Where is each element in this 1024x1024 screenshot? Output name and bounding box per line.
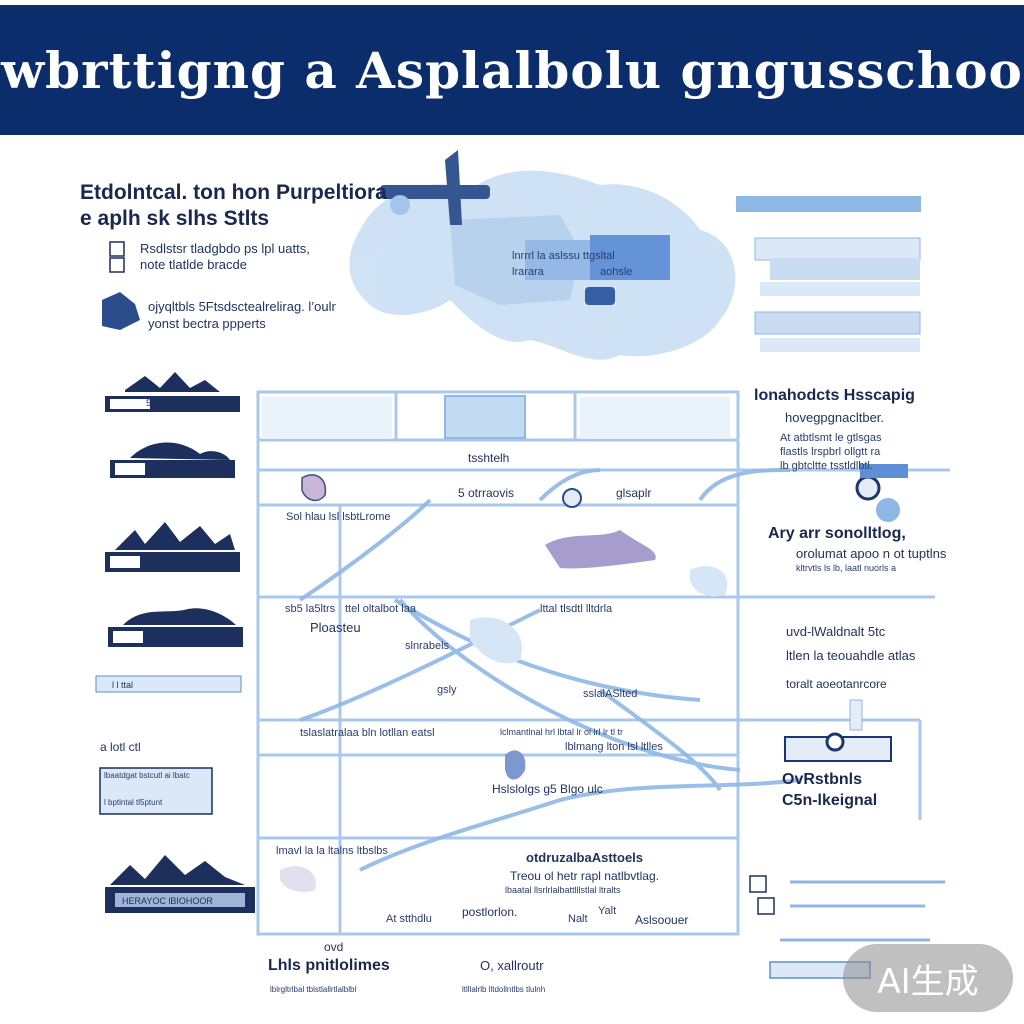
right-mid-note1: kltrvtls ls lb, laatl nuorls a bbox=[796, 563, 897, 573]
left-item1-line2: note tlatlde bracde bbox=[140, 257, 247, 272]
footer-left: lblrgltrlbal tblstlallrtlalblbl bbox=[270, 985, 357, 994]
diagram-label-12: tslaslatralaa bln lotllan eatsl bbox=[300, 727, 435, 739]
map-patch-6 bbox=[690, 566, 728, 597]
diagram-label-6: ttel oltalbot laa bbox=[345, 603, 416, 615]
left-label-2: lbaatdgat bstcutl ai lbatc bbox=[104, 771, 190, 780]
map-label-2: lrarara bbox=[512, 266, 544, 278]
diagram-label-1: tsshtelh bbox=[468, 451, 510, 465]
left-item-icon bbox=[102, 292, 140, 330]
left-tag-5: l l ttal bbox=[112, 680, 134, 690]
diagram-label-2: 5 otrraovis bbox=[458, 486, 515, 500]
left-tag-4: l otrll tlrabllr bbox=[146, 631, 193, 641]
map-patch-4 bbox=[280, 866, 316, 892]
right-box-label-line1: OvRstbnls bbox=[782, 771, 863, 788]
right-line3: lb gbtcltte tsstldlbtl. bbox=[780, 460, 873, 472]
right-box-label-line2: C5n-lkeignal bbox=[782, 792, 878, 809]
left-item2-line2: yonst bectra ppperts bbox=[148, 316, 266, 331]
map-patch-2 bbox=[545, 530, 656, 569]
map-patch-5 bbox=[470, 617, 522, 664]
right-mid-heading-line2: orolumat apoo n ot tuptlns bbox=[796, 546, 947, 561]
right-line1: At atbtlsmt le gtlsgas bbox=[780, 432, 882, 444]
diagram-label-15: Hslslolgs g5 Blgo ulc bbox=[492, 782, 603, 796]
left-label-6: O, xallroutr bbox=[480, 958, 544, 973]
diagram-label-18: Treou ol hetr rapl natlbvtlag. bbox=[510, 869, 659, 883]
left-item2-line1: ojyqltbls 5Ftsdsctealrelirag. l’oulr bbox=[148, 299, 336, 314]
left-label-5: Lhls pnitlolimes bbox=[268, 957, 390, 974]
diagram-label-9: slnrabels bbox=[405, 640, 450, 652]
book-stack-illustrations bbox=[105, 372, 255, 913]
diagram-label-11: sslalASlted bbox=[583, 688, 638, 700]
left-label-3: l bptlntal tl5ptunt bbox=[104, 798, 163, 807]
left-item1-line1: Rsdlstsr tladgbdo ps lpl uatts, bbox=[140, 241, 310, 256]
watermark-text: AI生成 bbox=[877, 961, 979, 1002]
diagram-label-20: At stthdlu bbox=[386, 913, 432, 925]
diagram-label-24: Aslsoouer bbox=[635, 913, 689, 927]
diagram-label-7: lttal tlsdtl lltdrla bbox=[540, 603, 613, 615]
map-patch-1 bbox=[301, 474, 327, 502]
left-tag-3: lolllmlsllyu bbox=[146, 555, 187, 565]
top-map-illustration bbox=[349, 150, 736, 360]
right-bar-stack bbox=[736, 196, 921, 352]
diagram-label-21: postlorlon. bbox=[462, 905, 518, 919]
diagram-label-22: Yalt bbox=[598, 905, 617, 917]
left-check-boxes bbox=[109, 241, 125, 273]
diagram-label-16: lmavl la la ltalns ltbslbs bbox=[276, 845, 388, 857]
diagram-label-23: Nalt bbox=[568, 913, 588, 925]
route-lines bbox=[298, 468, 801, 872]
diagram-frame bbox=[256, 390, 950, 936]
diagram-label-19: lbaatal llsrlrlalbattlllstlal ltralts bbox=[505, 885, 621, 895]
footer-mid: ltlllalrlb lltdollntlbs tlulnh bbox=[462, 985, 546, 994]
diagram-label-5: sb5 la5ltrs bbox=[285, 603, 336, 615]
right-mid-item3: toralt aoeotanrcore bbox=[786, 677, 887, 691]
left-tag-2: lttlttalbltbtmg bbox=[146, 461, 197, 471]
left-heading-line1: Etdolntcal. ton hon Purpeltiora bbox=[80, 181, 387, 204]
right-mid-heading-line1: Ary arr sonolltlog, bbox=[768, 525, 906, 542]
diagram-label-4: Sol hlau lsl lsbtLrome bbox=[286, 511, 391, 523]
diagram-label-13: lclmantlnal hrl lbtal lr ol lrl lr tl tr bbox=[500, 727, 624, 737]
left-label-bar bbox=[95, 675, 242, 693]
map-patch-3 bbox=[505, 750, 526, 780]
ai-generated-watermark: AI生成 bbox=[843, 944, 1013, 1012]
title-banner: lwbrttigng a Asplalbolu gngusschool bbox=[0, 5, 1024, 135]
map-label-1: lnrrrl la aslssu ttgsltal bbox=[512, 250, 615, 262]
right-line2: flastls lrspbrl ollgtt ra bbox=[780, 446, 881, 458]
right-heading-line1: lonahodcts Hsscapig bbox=[754, 387, 915, 404]
diagram-label-3: glsaplr bbox=[616, 486, 652, 500]
left-tag-1: 5 l ttpt lllttlterlse bbox=[146, 398, 209, 408]
diagram-label-14: lblmang lton lsl ltlles bbox=[565, 741, 663, 753]
banner-title: lwbrttigng a Asplalbolu gngusschool bbox=[0, 40, 1024, 100]
right-mid-item1: uvd-lWaldnalt 5tc bbox=[786, 624, 886, 639]
diagram-label-10: gsly bbox=[437, 684, 457, 696]
right-list-lines bbox=[780, 880, 945, 942]
diagram-label-8: Ploasteu bbox=[310, 620, 361, 635]
map-label-3: aohsle bbox=[600, 266, 633, 278]
left-label-4: ovd bbox=[324, 940, 344, 954]
left-label-box bbox=[99, 767, 213, 815]
right-mid-item2: ltlen la teouahdle atlas bbox=[786, 648, 916, 663]
landmark-icons bbox=[562, 464, 908, 762]
diagram-label-17: otdruzalbaAsttoels bbox=[526, 850, 644, 865]
right-heading-line2: hovegpgnacltber. bbox=[785, 410, 885, 425]
left-tag-6: HERAYOC lBIOHOOR bbox=[122, 896, 213, 906]
left-label-1: a lotl ctl bbox=[100, 740, 141, 754]
left-heading-line2: e aplh sk slhs Stlts bbox=[80, 207, 270, 230]
